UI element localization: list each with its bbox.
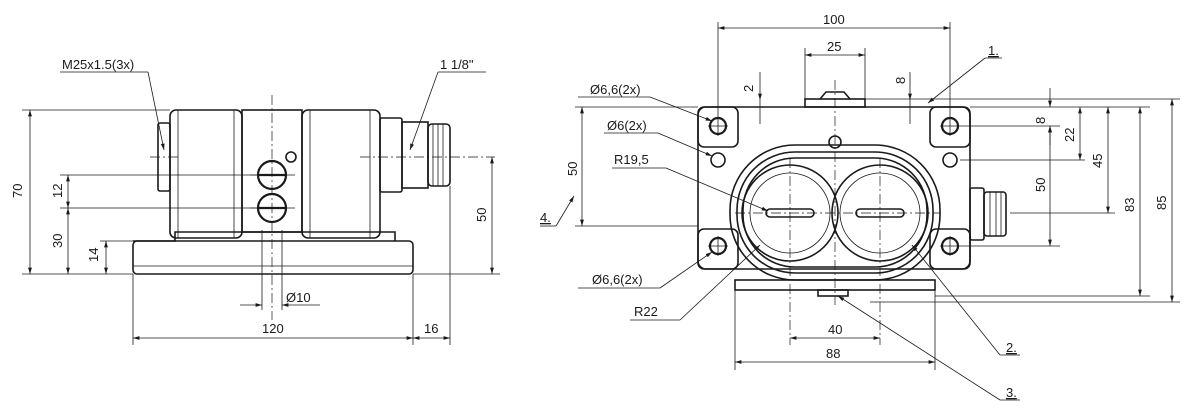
dim-30: 30: [50, 234, 65, 248]
dim-88: 88: [826, 346, 840, 361]
side-view: 70 12 30 14 50 Ø10 120 16 M25x1.5(3x) 1 …: [10, 57, 500, 345]
callout-2: 2.: [1006, 340, 1017, 355]
front-view: 100 25 2 8 Ø6,6(2x) Ø6(2x) R19,5 50 Ø6,6…: [540, 12, 1180, 401]
dim-12: 12: [50, 184, 65, 198]
dim-16: 16: [424, 321, 438, 336]
callout-1: 1.: [988, 43, 999, 58]
callout-4: 4.: [540, 210, 551, 225]
dim-100: 100: [823, 12, 845, 27]
thread-label: M25x1.5(3x): [62, 57, 134, 72]
dim-45: 45: [1090, 154, 1105, 168]
hole-6-6-top-label: Ø6,6(2x): [590, 82, 641, 97]
dim-height-70: 70: [10, 184, 25, 198]
dim-50-left: 50: [474, 208, 489, 222]
dim-25: 25: [827, 39, 841, 54]
dim-hole-dia-10: Ø10: [286, 290, 311, 305]
housing-right-block: [301, 109, 381, 239]
callout-3: 3.: [1006, 385, 1017, 400]
r22-label: R22: [634, 304, 658, 319]
dim-22: 22: [1062, 128, 1077, 142]
dim-width-120: 120: [262, 321, 284, 336]
right-gland-body: [401, 121, 429, 189]
dim-85: 85: [1154, 196, 1169, 210]
dim-50-front-left: 50: [565, 162, 580, 176]
flange: [133, 231, 396, 242]
dim-8-right: 8: [1033, 117, 1048, 124]
gland-label: 1 1/8": [440, 57, 474, 72]
hole-6-6-bottom-label: Ø6,6(2x): [592, 272, 643, 287]
r19-5-label: R19,5: [614, 152, 649, 167]
dim-40: 40: [828, 322, 842, 337]
dim-50-right: 50: [1033, 178, 1048, 192]
dim-14: 14: [86, 248, 101, 262]
right-gland-cap: [427, 123, 451, 187]
dim-83: 83: [1122, 198, 1137, 212]
dim-8-top: 8: [893, 77, 908, 84]
hole-6-label: Ø6(2x): [607, 118, 647, 133]
right-gland-nut: [379, 117, 403, 193]
base-plate: [132, 240, 414, 275]
housing-left-block: [169, 109, 243, 239]
dim-2: 2: [741, 85, 756, 92]
